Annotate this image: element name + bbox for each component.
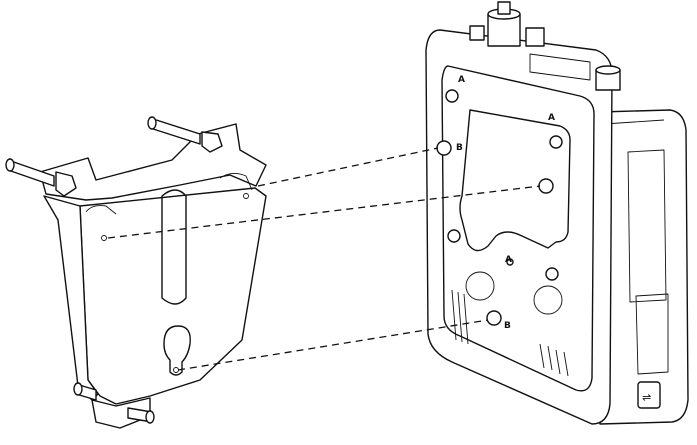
hole-label-b-upper: B [456, 143, 463, 153]
usb-icon: ⇌ [642, 391, 651, 404]
hole-label-a-center: A [505, 255, 512, 265]
bracket-bolts [5, 116, 223, 424]
device: ⇌ [425, 1, 689, 425]
mounting-bracket [39, 123, 267, 429]
bracket-slot [161, 189, 187, 305]
bracket-keyhole [163, 325, 191, 376]
alignment-lines [107, 147, 541, 371]
hole-label-a-top-left: A [458, 75, 465, 85]
usb-port [637, 381, 661, 409]
hole-label-b-lower: B [504, 321, 511, 331]
hole-label-a-top-right: A [548, 113, 555, 123]
